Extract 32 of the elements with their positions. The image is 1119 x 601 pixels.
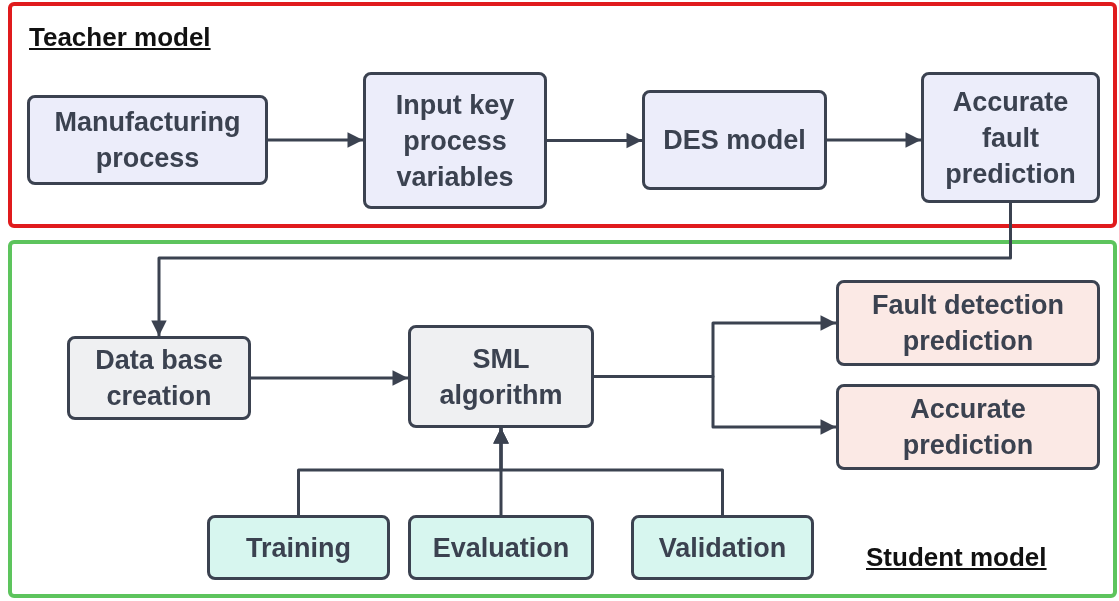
process-box — [921, 72, 1100, 203]
arrow — [251, 370, 408, 386]
box-label: Training — [245, 531, 352, 565]
process-box — [836, 384, 1100, 470]
arrow — [827, 132, 921, 148]
process-box — [408, 515, 594, 580]
process-box — [836, 280, 1100, 366]
arrow — [151, 203, 1012, 336]
process-box — [408, 325, 594, 428]
arrow — [493, 428, 724, 515]
arrow — [268, 132, 363, 148]
box-label: DES model — [662, 124, 807, 157]
group-frame — [8, 2, 1117, 228]
box-label: Fault detection prediction — [871, 289, 1065, 358]
box-label: Data base creation — [94, 344, 224, 413]
box-label: Accurate fault prediction — [944, 85, 1077, 191]
process-box — [631, 515, 814, 580]
box-label: Validation — [657, 531, 788, 565]
process-box — [67, 336, 251, 420]
process-box — [207, 515, 390, 580]
process-box — [363, 72, 547, 209]
process-box — [642, 90, 827, 190]
group-heading: Student model — [866, 542, 1047, 573]
arrow — [547, 132, 642, 149]
group-heading: Teacher model — [29, 22, 211, 53]
box-label: Manufacturing process — [53, 106, 242, 175]
box-label: Accurate prediction — [901, 393, 1035, 462]
box-label: SML algorithm — [438, 342, 564, 412]
box-label: Input key process variables — [394, 88, 516, 194]
box-label: Evaluation — [431, 531, 571, 565]
process-box — [27, 95, 268, 185]
group-frame — [8, 240, 1117, 598]
